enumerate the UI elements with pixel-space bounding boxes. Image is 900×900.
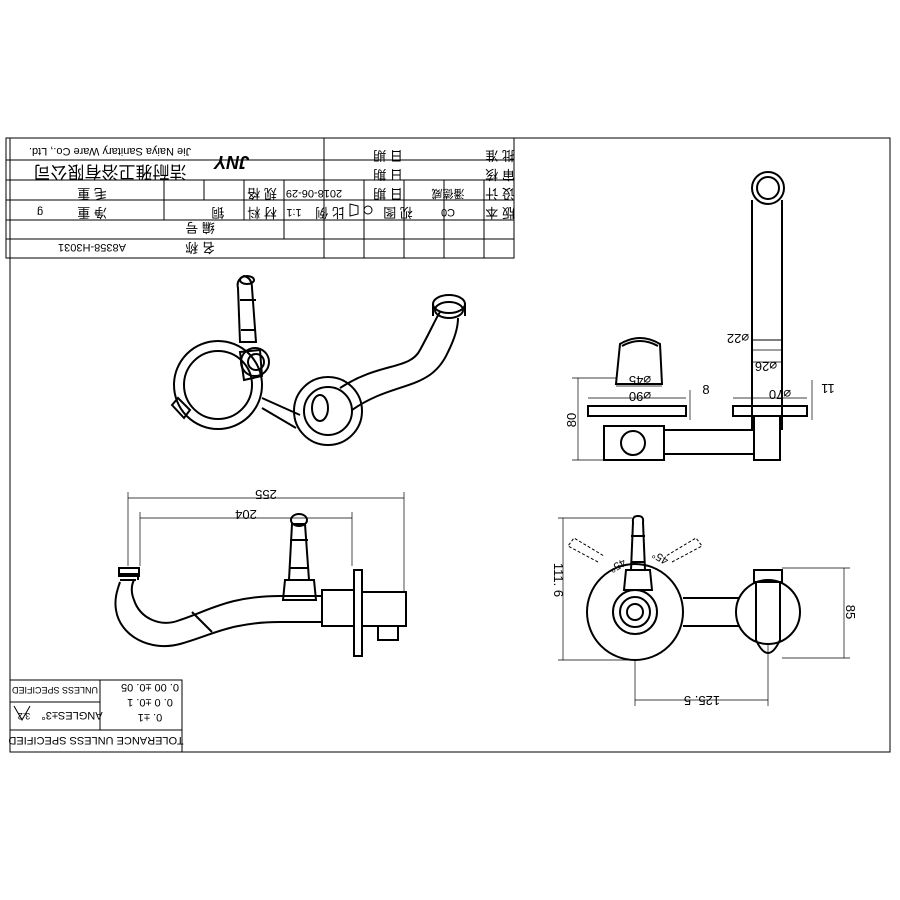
net-weight-label: 净 重 [77, 205, 107, 220]
dim-8: 8 [702, 382, 709, 397]
roughness-symbol [13, 705, 31, 722]
date-label-2: 日 期 [373, 167, 403, 182]
tolerance-block: TOLERANCE UNLESS SPECIFIED 0. ±1 0. 0 ±0… [8, 679, 184, 753]
dim-angle-right: 45° [650, 548, 670, 567]
gross-weight-label: 毛 重 [77, 186, 107, 201]
tolerance-angles: ANGLES±3° [41, 709, 102, 721]
material-label: 材 料 [247, 205, 277, 220]
dim-phi70: ⌀70 [769, 387, 791, 402]
approve-label: 批 准 [485, 148, 515, 163]
spec-label: 规 格 [247, 186, 277, 201]
front-view [567, 514, 801, 661]
isometric-view [170, 274, 466, 446]
design-label: 设 计 [485, 186, 515, 201]
tolerance-row-1: 0. ±1 [138, 711, 162, 723]
weight-unit: g [37, 206, 43, 218]
dim-125-5: 125. 5 [684, 693, 720, 708]
dim-phi26: ⌀26 [755, 359, 777, 374]
name-label: 名 称 [185, 240, 215, 255]
projection-symbol [349, 203, 373, 217]
date-label-3: 日 期 [373, 186, 403, 201]
title-block [5, 137, 515, 259]
top-view [587, 171, 808, 461]
dim-11: 11 [821, 381, 835, 396]
drawing-frame [9, 137, 891, 753]
dim-80: 80 [564, 413, 579, 427]
tolerance-row-2: 0. 0 ±0. 1 [127, 696, 173, 708]
dim-85: 85 [843, 605, 858, 619]
dimension-lines [127, 349, 850, 706]
dim-phi90: ⌀90 [629, 389, 651, 404]
scale-label: 比 例 [315, 205, 345, 220]
company-name-en: Jie Naiya Sanitary Ware Co., Ltd. [29, 145, 191, 157]
date-value: 2018-06-29 [286, 187, 342, 199]
date-label-1: 日 期 [373, 148, 403, 163]
designer-name: 潘德威 [432, 187, 465, 201]
review-label: 审 核 [485, 167, 515, 182]
dim-111-6: 111. 6 [551, 563, 566, 597]
dim-204: 204 [235, 507, 257, 522]
dimension-labels: 255 204 111. 6 85 125. 5 80 8 11 ⌀90 ⌀45… [235, 331, 858, 708]
version-value: C0 [441, 206, 455, 218]
title-block-text: 批 准 审 核 设 计 版 本 日 期 日 期 日 期 潘德威 C0 视 图 比… [29, 145, 515, 255]
version-label: 版 本 [485, 205, 515, 220]
model-number: A8358-H3031 [58, 241, 126, 253]
dim-255: 255 [255, 487, 277, 502]
code-label: 编 号 [185, 220, 215, 235]
view-label: 视 图 [383, 205, 413, 220]
finish-note: UNLESS SPECIFIED [11, 685, 98, 695]
material-value: 铜 [211, 205, 224, 220]
tolerance-header: TOLERANCE UNLESS SPECIFIED [8, 734, 183, 746]
side-view [114, 513, 407, 657]
dim-phi45: ⌀45 [629, 373, 651, 388]
company-name-cn: 洁耐雅卫浴有限公司 [34, 162, 187, 181]
tolerance-row-3: 0. 00 ±0. 05 [121, 681, 179, 693]
company-logo: JNY [212, 152, 249, 172]
scale-value: 1:1 [286, 206, 301, 218]
dim-phi22: ⌀22 [727, 331, 749, 346]
